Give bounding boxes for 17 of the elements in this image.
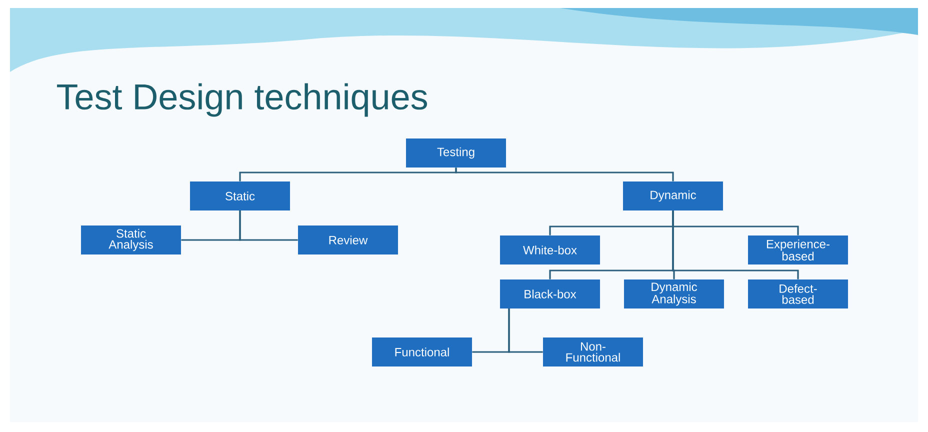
- connector-line: [239, 210, 298, 241]
- process-box: Review: [298, 226, 398, 254]
- process-box: Dynamic: [623, 182, 723, 210]
- process-box: Static Analysis: [81, 226, 181, 254]
- connector-line: [455, 168, 674, 182]
- process-box: Non-Functional: [543, 338, 643, 366]
- process-box: Dynamic Analysis: [624, 280, 724, 308]
- process-box: Testing: [406, 138, 506, 168]
- process-box: Static: [190, 182, 290, 210]
- process-box: Black-box: [500, 280, 600, 308]
- process-box: Functional: [372, 338, 472, 366]
- process-box: Experience-based: [748, 236, 848, 264]
- connector-line: [508, 308, 543, 353]
- process-box: Defect-based: [748, 280, 848, 308]
- title: Test Design techniques: [57, 83, 428, 117]
- process-box: White-box: [500, 236, 600, 264]
- connector-line: [672, 210, 799, 280]
